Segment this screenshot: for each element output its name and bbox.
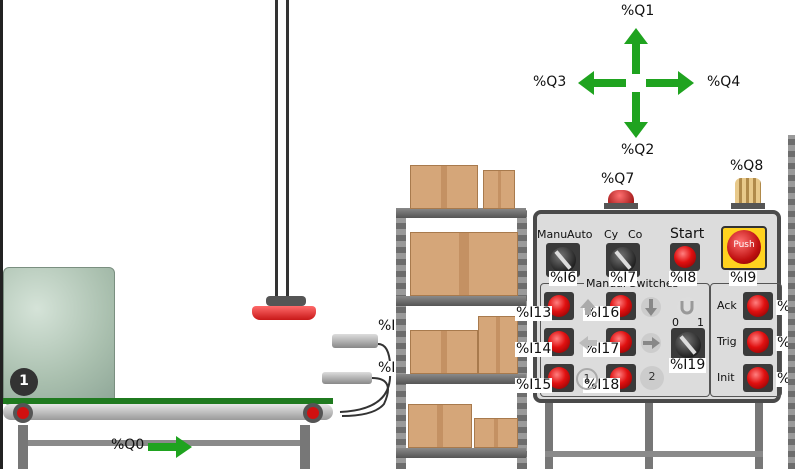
position-label-0: 0 (672, 316, 679, 329)
hoist-cable (275, 0, 289, 300)
pictogram-right-icon (641, 333, 661, 353)
start-button[interactable] (670, 243, 700, 271)
rack-shelf-1 (396, 208, 526, 218)
input-tag-i9: %I9 (729, 270, 758, 286)
rack-shelf-3 (396, 374, 526, 384)
roller-left (13, 403, 33, 423)
arrow-down-icon (624, 92, 648, 138)
input-tag-i16: %I16 (583, 305, 621, 321)
panel-legs (545, 403, 775, 469)
start-label: Start (670, 226, 705, 242)
yellow-light[interactable] (731, 178, 765, 210)
output-q4: %Q4 (707, 74, 741, 90)
position-label-1: 1 (697, 316, 704, 329)
box-shelf2b (478, 316, 518, 374)
input-tag-i7: %I7 (609, 270, 638, 286)
gripper[interactable] (252, 296, 316, 324)
box-top-large (410, 165, 478, 209)
mode-label-auto: Auto (567, 228, 593, 241)
output-q2: %Q2 (621, 142, 655, 158)
init-button[interactable] (743, 364, 773, 392)
arrow-right-icon (646, 71, 694, 95)
hoist-arrows (578, 28, 694, 138)
box-top-small (483, 170, 515, 209)
conveyor (3, 398, 333, 428)
box-shelf1 (410, 232, 518, 296)
output-q7: %Q7 (601, 171, 635, 187)
rack-shelf-4 (396, 448, 526, 458)
init-label: Init (717, 371, 735, 384)
magnet-icon (677, 297, 697, 317)
machine-number-badge: 1 (10, 368, 38, 396)
trig-button[interactable] (743, 328, 773, 356)
input-tag-i14: %I14 (515, 341, 553, 357)
box-shelf3b (474, 418, 518, 448)
roller-right (303, 403, 323, 423)
arrow-up-icon (624, 28, 648, 74)
rack-pillar-right (517, 210, 527, 469)
sensor-lower[interactable] (322, 372, 372, 384)
rack-shelf-2 (396, 296, 526, 306)
left-wall (0, 0, 3, 469)
red-light[interactable] (604, 190, 638, 210)
conveyor-arrow-icon (148, 436, 192, 458)
input-tag-i19: %I19 (669, 357, 707, 373)
right-rack-edge (788, 135, 795, 469)
input-tag-i8: %I8 (669, 270, 698, 286)
box-shelf3a (408, 404, 472, 448)
output-q8: %Q8 (730, 158, 764, 174)
pictogram-left-icon (579, 336, 597, 350)
conveyor-leg-right (300, 425, 310, 469)
trig-label: Trig (717, 335, 737, 348)
output-q3: %Q3 (533, 74, 567, 90)
position-selector[interactable] (671, 328, 705, 362)
cycle-label-co: Co (628, 228, 643, 241)
emergency-push-label: Push (733, 240, 755, 250)
emergency-stop[interactable]: Push (721, 226, 767, 270)
rack-pillar-left (396, 210, 406, 469)
pictogram-down-icon (641, 297, 661, 317)
input-tag-i6: %I6 (549, 270, 578, 286)
output-q1: %Q1 (621, 3, 655, 19)
mode-label-manu: Manu (537, 228, 568, 241)
sensor-upper[interactable] (332, 334, 378, 348)
conveyor-leg-left (18, 425, 28, 469)
pictogram-conveyor-2-icon: 2 (640, 366, 664, 390)
pictogram-up-icon (580, 299, 596, 315)
ack-button[interactable] (743, 292, 773, 320)
input-tag-i13: %I13 (515, 305, 553, 321)
input-tag-i15: %I15 (515, 377, 553, 393)
ack-label: Ack (717, 299, 737, 312)
output-q0: %Q0 (111, 437, 145, 453)
pictogram-rotate-1-icon: 1 (576, 368, 598, 390)
sensor-cables (339, 343, 392, 417)
machine-box: 1 (3, 267, 115, 405)
arrow-left-icon (578, 71, 626, 95)
box-shelf2a (410, 330, 478, 374)
cycle-label-cy: Cy (604, 228, 619, 241)
